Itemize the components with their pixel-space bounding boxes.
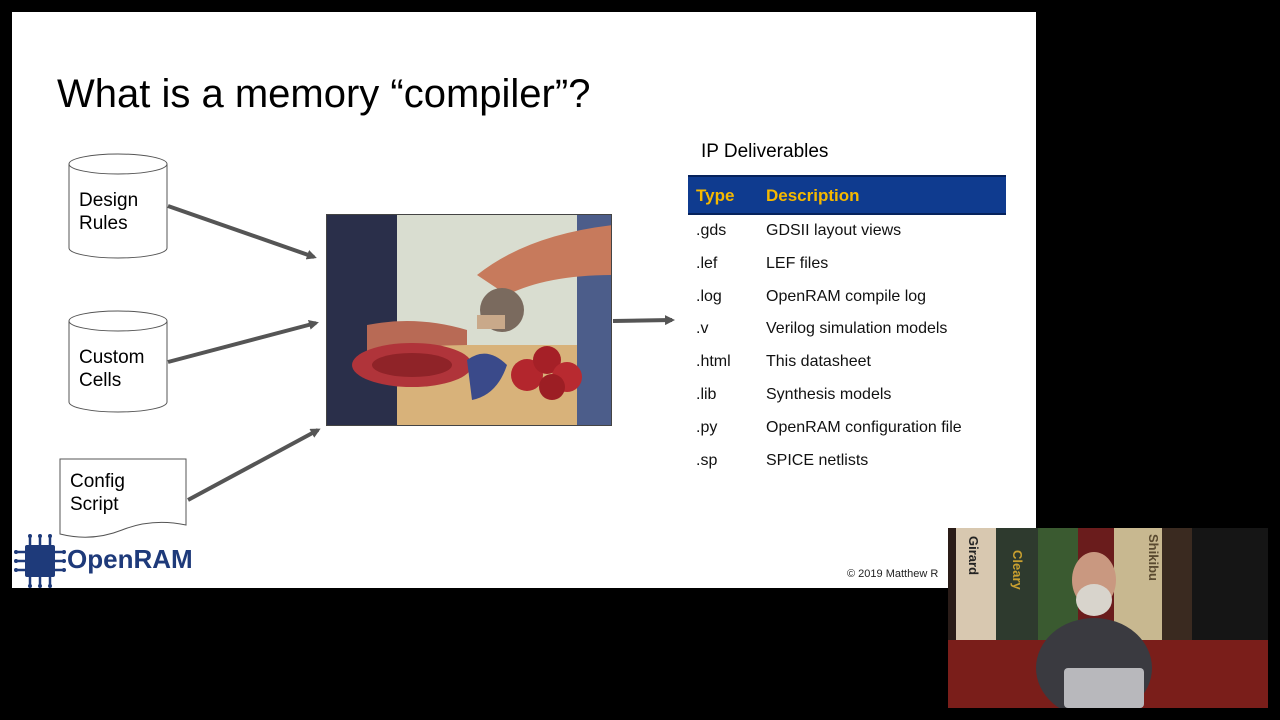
header-description: Description — [766, 186, 860, 205]
book-spine-cleary: Cleary — [1010, 550, 1025, 590]
custom-cells-label: Custom Cells — [79, 347, 145, 391]
book-spine-girard: Girard — [966, 536, 981, 576]
config-script-document — [59, 458, 187, 538]
openram-logo: OpenRAM — [12, 534, 212, 588]
table-header: Type Description — [688, 175, 1006, 215]
speaker-webcam: Girard Cleary Shikibu — [948, 528, 1268, 708]
header-type: Type — [696, 186, 735, 205]
config-script-label: Config Script — [70, 471, 125, 515]
arrow-output — [612, 315, 675, 326]
book-spine-shikibu: Shikibu — [1146, 534, 1161, 581]
chip-icon — [14, 534, 66, 588]
slide-title: What is a memory “compiler”? — [57, 72, 591, 116]
design-rules-cylinder — [68, 153, 168, 259]
design-rules-label: Design Rules — [79, 190, 139, 234]
ip-deliverables-title: IP Deliverables — [701, 141, 829, 162]
arrow-design-rules — [167, 204, 317, 260]
logo-text: OpenRAM — [67, 544, 193, 574]
input-diagram — [59, 153, 675, 538]
arrow-config-script — [187, 428, 321, 502]
custom-cells-cylinder — [68, 310, 168, 413]
sausage-grinder-photo — [326, 214, 612, 426]
copyright-notice: © 2019 Matthew R — [847, 568, 939, 580]
arrow-custom-cells — [167, 319, 319, 364]
presentation-slide: What is a memory “compiler”? Design Rule… — [12, 12, 1036, 588]
